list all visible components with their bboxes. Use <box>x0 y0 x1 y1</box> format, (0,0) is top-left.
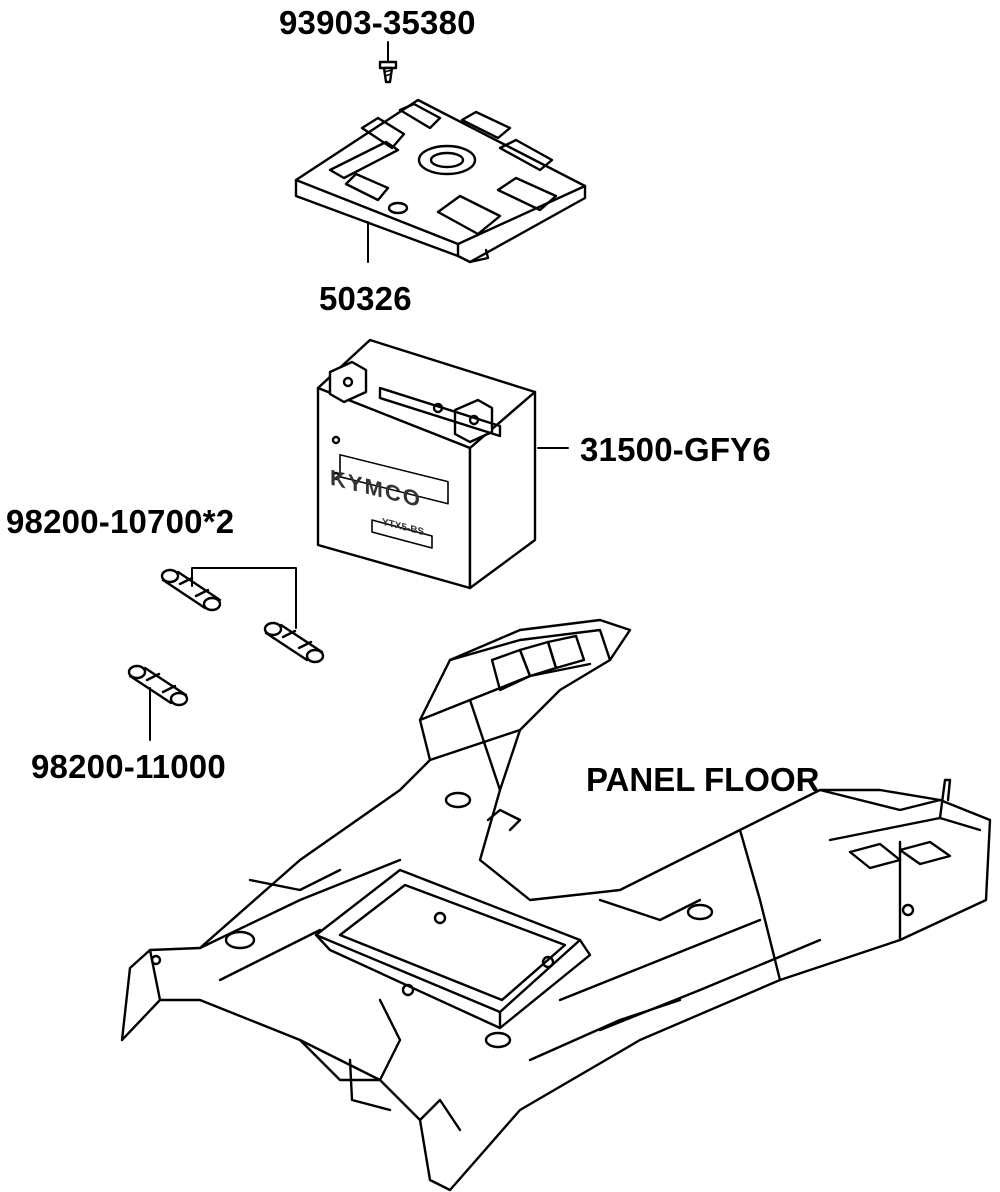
screw-part <box>378 41 398 84</box>
fuse-pair-part <box>160 567 325 664</box>
fuse-single-part-number: 98200-11000 <box>31 748 226 785</box>
assembly-title: PANEL FLOOR <box>586 761 820 798</box>
battery-cover-part <box>294 98 587 264</box>
fuse-single-part <box>127 664 189 741</box>
screw-part-number: 93903-35380 <box>279 4 476 41</box>
panel-floor-part <box>120 618 992 1192</box>
battery-cover-part-number: 50326 <box>319 280 412 317</box>
fuse-pair-part-number: 98200-10700*2 <box>6 503 235 540</box>
battery-part <box>316 338 569 590</box>
battery-part-number: 31500-GFY6 <box>580 431 771 468</box>
